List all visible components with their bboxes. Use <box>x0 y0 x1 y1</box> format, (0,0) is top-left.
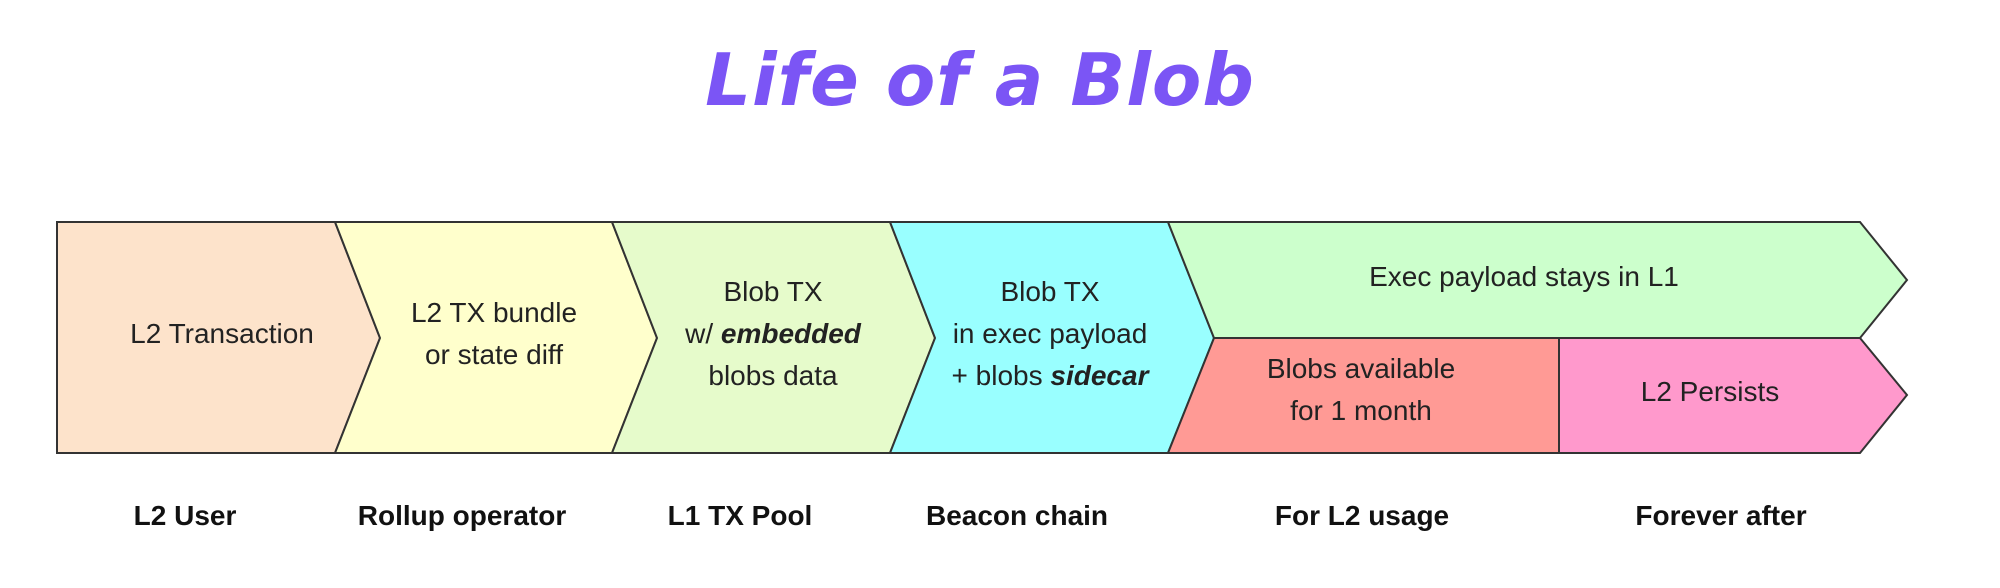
text-line: L2 Transaction <box>130 318 314 349</box>
stage-bundle-text: L2 TX bundle or state diff <box>411 292 577 376</box>
text-line: in exec payload <box>952 318 1148 349</box>
actor-label: Rollup operator <box>357 500 567 531</box>
actor-label: L1 TX Pool <box>667 500 813 531</box>
stage-l2-transaction-text: L2 Transaction <box>130 313 314 355</box>
text-line: Blobs available <box>1266 353 1456 384</box>
actor-label: L2 User <box>133 500 237 531</box>
actor-label: For L2 usage <box>1274 500 1450 531</box>
stage-blobs-available-text: Blobs available for 1 month <box>1267 348 1455 432</box>
text-line: L2 Persists <box>1640 376 1780 407</box>
stage-exec-payload <box>1166 221 1909 339</box>
text-prefix: w/ <box>685 318 721 349</box>
text-line: + blobs sidecar <box>952 355 1149 397</box>
actor-label: Forever after <box>1635 500 1807 531</box>
stage-exec-payload-text: Exec payload stays in L1 <box>1369 256 1679 298</box>
stage-l2-persists <box>1558 337 1909 454</box>
text-line: Blob TX <box>1000 276 1100 307</box>
text-line: for 1 month <box>1290 395 1432 426</box>
text-line: or state diff <box>424 339 563 370</box>
actor-label: Beacon chain <box>925 500 1109 531</box>
stage-blob-tx-text: Blob TX w/ embedded blobs data <box>685 271 861 397</box>
emphasis-text: embedded <box>720 318 861 349</box>
text-prefix: + blobs <box>951 360 1051 391</box>
text-line: L2 TX bundle <box>410 297 578 328</box>
page-title: Life of a Blob <box>705 38 1255 122</box>
stage-beacon-text: Blob TX in exec payload + blobs sidecar <box>952 271 1149 397</box>
emphasis-text: sidecar <box>1050 360 1149 391</box>
text-line: Blob TX <box>723 276 823 307</box>
text-line: Exec payload stays in L1 <box>1369 261 1679 292</box>
text-line: blobs data <box>708 360 838 391</box>
text-line: w/ embedded <box>685 313 861 355</box>
stage-l2-persists-text: L2 Persists <box>1641 371 1780 413</box>
